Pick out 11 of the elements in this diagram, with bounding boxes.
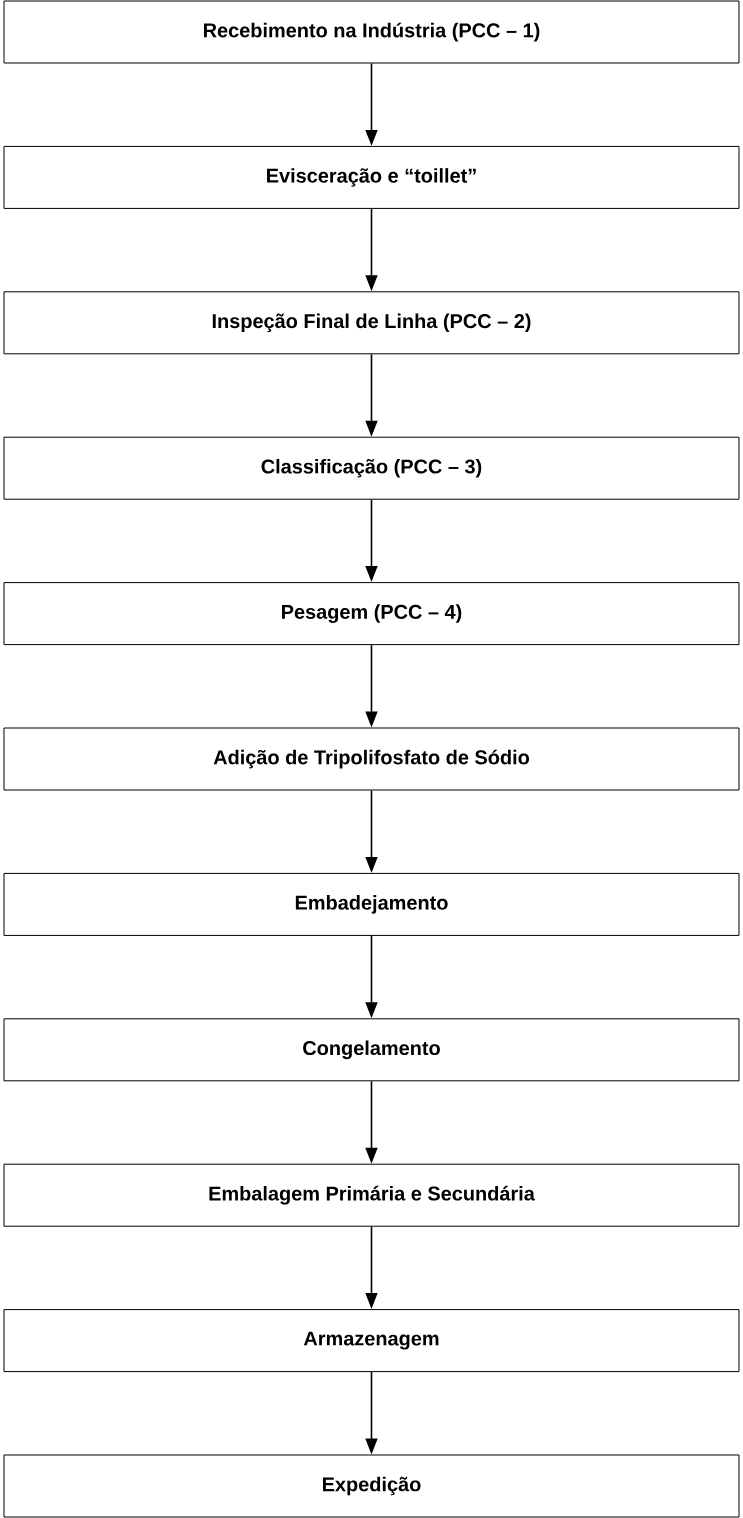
- process-box: Expedição: [3, 1454, 740, 1518]
- process-box: Recebimento na Indústria (PCC – 1): [3, 0, 740, 64]
- process-box: Evisceração e “toillet”: [3, 145, 740, 209]
- process-box: Congelamento: [3, 1018, 740, 1082]
- process-box: Embalagem Primária e Secundária: [3, 1163, 740, 1227]
- process-box: Adição de Tripolifosfato de Sódio: [3, 727, 740, 791]
- process-box: Pesagem (PCC – 4): [3, 582, 740, 646]
- process-box: Inspeção Final de Linha (PCC – 2): [3, 291, 740, 355]
- process-box: Embadejamento: [3, 872, 740, 936]
- process-box: Armazenagem: [3, 1309, 740, 1373]
- process-box: Classificação (PCC – 3): [3, 436, 740, 500]
